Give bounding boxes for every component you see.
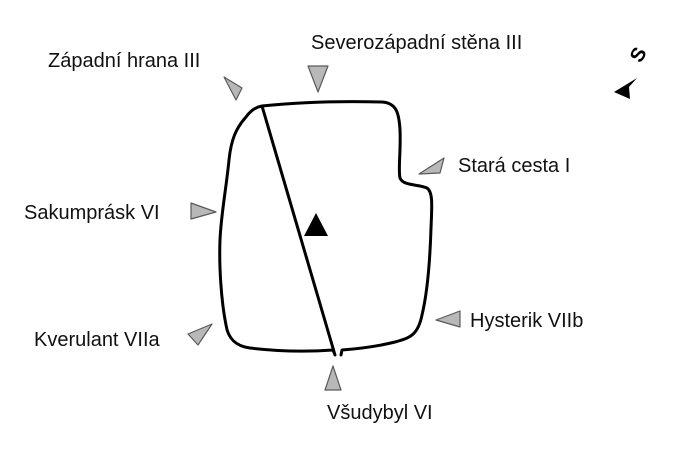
- route-marker-severozapadni-stena[interactable]: [307, 65, 329, 93]
- rock-outline: [218, 100, 434, 357]
- route-marker-hysterik[interactable]: [435, 310, 461, 328]
- route-label-vsudybyl: Všudybyl VI: [327, 402, 433, 424]
- route-label-kverulant: Kverulant VIIa: [34, 329, 161, 351]
- route-label-zapadni-hrana: Západní hrana III: [48, 50, 200, 72]
- route-marker-kverulant[interactable]: [187, 323, 213, 346]
- route-label-severozapadni-stena: Severozápadní stěna III: [311, 32, 522, 54]
- route-marker-vsudybyl[interactable]: [324, 365, 342, 391]
- compass-letter: S: [626, 44, 652, 67]
- route-label-stara-cesta: Stará cesta I: [458, 155, 570, 177]
- route-marker-stara-cesta[interactable]: [418, 157, 445, 175]
- route-marker-sakumprask[interactable]: [190, 202, 217, 220]
- summit-triangle-icon: [304, 213, 328, 236]
- north-arrow-icon: [614, 78, 637, 99]
- route-label-sakumprask: Sakumprásk VI: [24, 202, 160, 224]
- compass: S: [614, 44, 652, 99]
- route-label-hysterik: Hysterik VIIb: [470, 310, 583, 332]
- route-marker-zapadni-hrana[interactable]: [223, 76, 243, 101]
